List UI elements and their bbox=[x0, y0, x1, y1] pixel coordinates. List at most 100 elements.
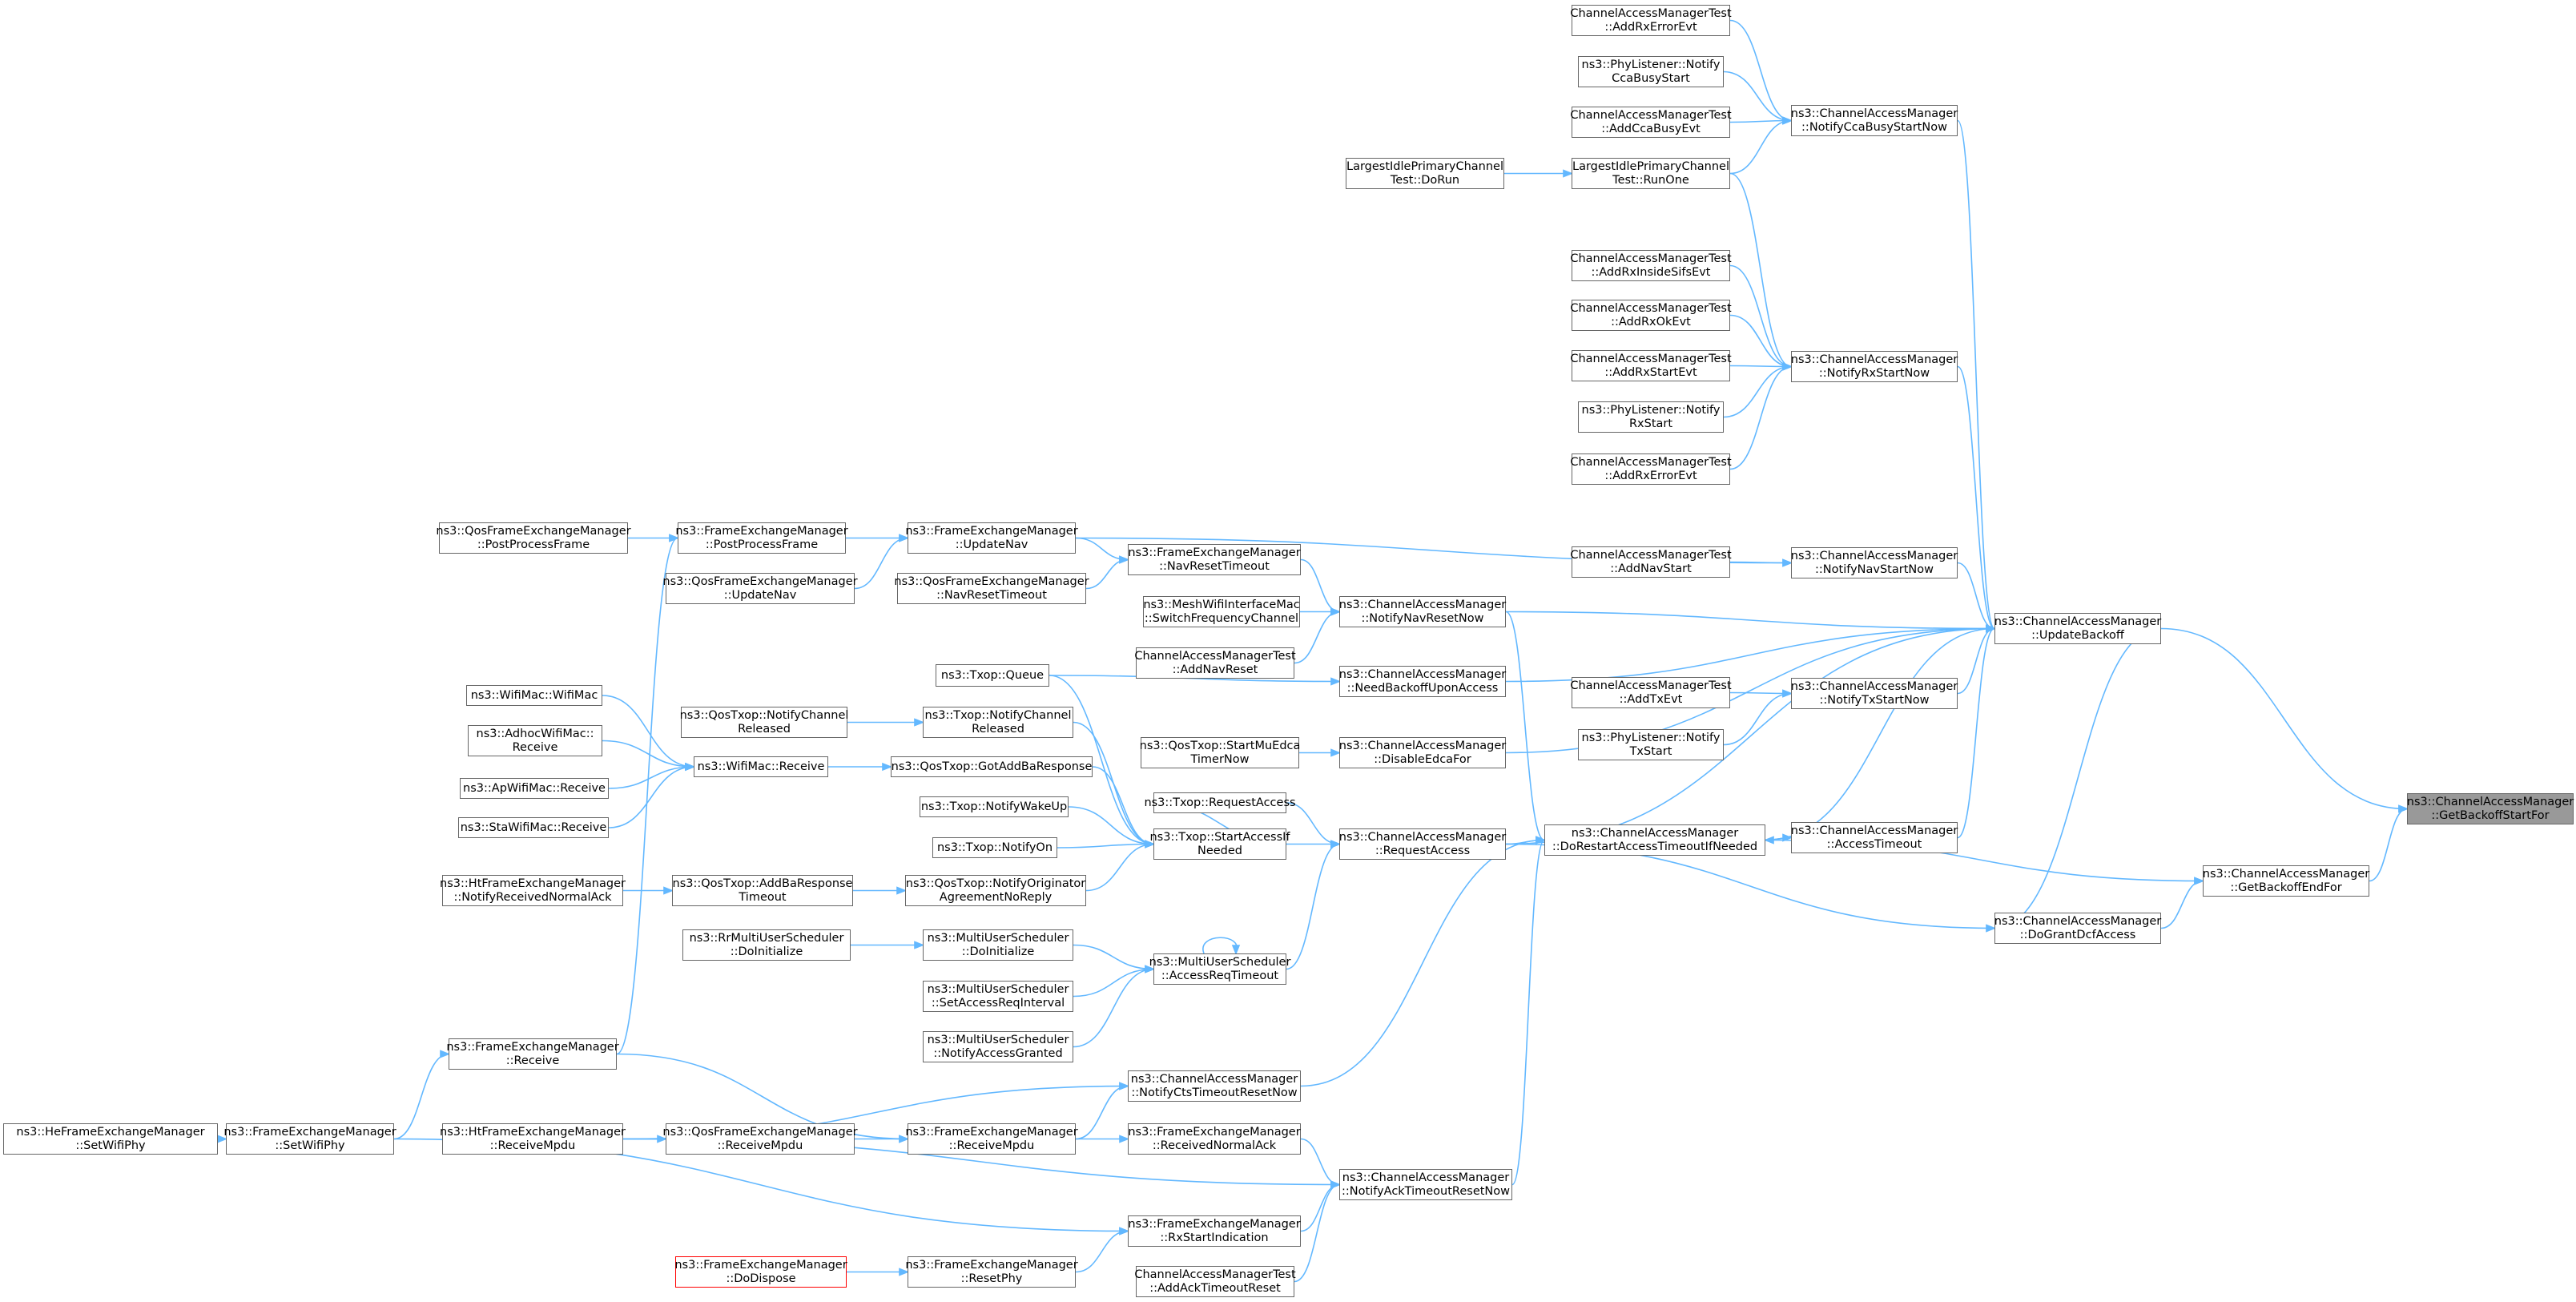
graph-node-t-arx2[interactable]: ChannelAccessManagerTest::AddRxErrorEvt bbox=[1570, 453, 1732, 485]
node-label-line-1: ns3::QosTxop::NotifyOriginator bbox=[905, 877, 1086, 890]
arrowhead-hefem_swp-to-fem_swp bbox=[217, 1135, 228, 1143]
graph-node-nctsr[interactable]: ns3::ChannelAccessManager::NotifyCtsTime… bbox=[1128, 1070, 1301, 1102]
graph-node-qtxop-gab[interactable]: ns3::QosTxop::GotAddBaResponse bbox=[891, 756, 1093, 777]
graph-node-nackr[interactable]: ns3::ChannelAccessManager::NotifyAckTime… bbox=[1339, 1169, 1512, 1200]
node-label-line-2: ::GetBackoffEndFor bbox=[2230, 881, 2342, 894]
graph-node-hefem-swp[interactable]: ns3::HeFrameExchangeManager::SetWifiPhy bbox=[3, 1123, 218, 1155]
node-label-line-1: ns3::QosTxop::NotifyChannel bbox=[679, 708, 849, 722]
graph-node-stawm[interactable]: ns3::StaWifiMac::Receive bbox=[458, 817, 609, 838]
graph-node-mus-sari[interactable]: ns3::MultiUserScheduler::SetAccessReqInt… bbox=[923, 981, 1073, 1012]
graph-node-nnavr[interactable]: ns3::ChannelAccessManager::NotifyNavRese… bbox=[1339, 596, 1506, 627]
graph-node-txop-nwu[interactable]: ns3::Txop::NotifyWakeUp bbox=[920, 796, 1069, 817]
graph-node-htfem-rm[interactable]: ns3::HtFrameExchangeManager::ReceiveMpdu bbox=[440, 1123, 626, 1155]
graph-node-t-arst[interactable]: ChannelAccessManagerTest::AddRxStartEvt bbox=[1570, 350, 1732, 381]
graph-node-gbsf[interactable]: ns3::ChannelAccessManager::GetBackoffSta… bbox=[2407, 793, 2574, 824]
graph-node-nbua[interactable]: ns3::ChannelAccessManager::NeedBackoffUp… bbox=[1339, 666, 1506, 697]
graph-node-at[interactable]: ns3::ChannelAccessManager::AccessTimeout bbox=[1791, 822, 1958, 853]
graph-node-htfem-nrna[interactable]: ns3::HtFrameExchangeManager::NotifyRecei… bbox=[440, 875, 626, 906]
graph-node-mus-art[interactable]: ns3::MultiUserScheduler::AccessReqTimeou… bbox=[1149, 953, 1290, 985]
graph-node-fem-un[interactable]: ns3::FrameExchangeManager::UpdateNav bbox=[905, 522, 1078, 554]
graph-node-fem-ppf[interactable]: ns3::FrameExchangeManager::PostProcessFr… bbox=[675, 522, 848, 554]
graph-node-dgda[interactable]: ns3::ChannelAccessManager::DoGrantDcfAcc… bbox=[1994, 913, 2161, 944]
node-label-line-1: ns3::ChannelAccessManager bbox=[1790, 679, 1958, 693]
graph-node-drat[interactable]: ns3::ChannelAccessManager::DoRestartAcce… bbox=[1544, 824, 1765, 856]
graph-node-t-atx[interactable]: ChannelAccessManagerTest::AddTxEvt bbox=[1570, 677, 1732, 708]
graph-node-fem-rna[interactable]: ns3::FrameExchangeManager::ReceivedNorma… bbox=[1128, 1123, 1301, 1155]
node-label-line-2: AgreementNoReply bbox=[939, 890, 1053, 904]
node-label-line-2: Receive bbox=[512, 740, 558, 754]
graph-node-t-aat[interactable]: ChannelAccessManagerTest::AddAckTimeoutR… bbox=[1134, 1266, 1296, 1297]
graph-node-fem-rp[interactable]: ns3::FrameExchangeManager::ResetPhy bbox=[905, 1256, 1078, 1288]
graph-node-adhoc[interactable]: ns3::AdhocWifiMac::Receive bbox=[468, 725, 602, 756]
node-label-line-1: ns3::ChannelAccessManager bbox=[1994, 914, 2162, 928]
graph-node-fem-rcv[interactable]: ns3::FrameExchangeManager::Receive bbox=[446, 1038, 619, 1070]
graph-node-qfem-dd[interactable]: ns3::FrameExchangeManager::DoDispose bbox=[674, 1256, 847, 1288]
node-label-line-2: ::NotifyTxStartNow bbox=[1819, 693, 1930, 707]
edge-t_aris-to-nrx bbox=[1729, 264, 1792, 368]
graph-node-qfem-ppf[interactable]: ns3::QosFrameExchangeManager::PostProces… bbox=[436, 522, 631, 554]
graph-node-t-acca[interactable]: ChannelAccessManagerTest::AddCcaBusyEvt bbox=[1570, 107, 1732, 138]
node-label-line-1: ChannelAccessManagerTest bbox=[1570, 6, 1732, 20]
node-label-line-2: ::PostProcessFrame bbox=[477, 538, 590, 551]
graph-node-qfem-rm[interactable]: ns3::QosFrameExchangeManager::ReceiveMpd… bbox=[662, 1123, 858, 1155]
node-label-line-2: ::AddAckTimeoutReset bbox=[1149, 1281, 1281, 1295]
graph-node-mus-nag[interactable]: ns3::MultiUserScheduler::NotifyAccessGra… bbox=[923, 1031, 1073, 1062]
graph-node-mus-di[interactable]: ns3::MultiUserScheduler::DoInitialize bbox=[923, 929, 1073, 961]
graph-node-qfem-nrt[interactable]: ns3::QosFrameExchangeManager::NavResetTi… bbox=[894, 573, 1089, 604]
node-label-line-1: ns3::QosTxop::AddBaResponse bbox=[672, 877, 853, 890]
node-label-line-2: ::NeedBackoffUponAccess bbox=[1346, 681, 1499, 695]
graph-node-fem-rm[interactable]: ns3::FrameExchangeManager::ReceiveMpdu bbox=[905, 1123, 1078, 1155]
node-label-line-1: ns3::Txop::NotifyOn bbox=[936, 840, 1053, 854]
graph-node-t-anav[interactable]: ChannelAccessManagerTest::AddNavStart bbox=[1570, 546, 1732, 578]
graph-node-txop-non[interactable]: ns3::Txop::NotifyOn bbox=[932, 837, 1057, 858]
node-label-line-1: ns3::FrameExchangeManager bbox=[905, 1125, 1078, 1139]
graph-node-qfem-un[interactable]: ns3::QosFrameExchangeManager::UpdateNav bbox=[662, 573, 858, 604]
graph-node-ra[interactable]: ns3::ChannelAccessManager::RequestAccess bbox=[1339, 828, 1506, 860]
graph-node-ntx[interactable]: ns3::ChannelAccessManager::NotifyTxStart… bbox=[1791, 678, 1958, 709]
node-label-line-1: ns3::QosFrameExchangeManager bbox=[436, 524, 631, 538]
graph-node-mesh[interactable]: ns3::MeshWifiInterfaceMac::SwitchFrequen… bbox=[1143, 596, 1300, 627]
graph-node-wm-rcv[interactable]: ns3::WifiMac::Receive bbox=[694, 756, 828, 777]
graph-node-fem-swp[interactable]: ns3::FrameExchangeManager::SetWifiPhy bbox=[223, 1123, 396, 1155]
graph-node-gbef[interactable]: ns3::ChannelAccessManager::GetBackoffEnd… bbox=[2203, 865, 2369, 897]
node-label-line-1: ns3::ChannelAccessManager bbox=[1338, 739, 1507, 752]
node-label-line-1: ns3::PhyListener::Notify bbox=[1581, 731, 1721, 744]
arrowhead-mus_nag-to-mus_art bbox=[1145, 965, 1156, 973]
node-label-line-1: ns3::AdhocWifiMac:: bbox=[476, 727, 594, 740]
node-label-line-2: ::ReceiveMpdu bbox=[717, 1139, 803, 1152]
node-label-line-1: ns3::ChannelAccessManager bbox=[1994, 615, 2162, 628]
graph-node-rr-mus[interactable]: ns3::RrMultiUserScheduler::DoInitialize bbox=[682, 929, 851, 961]
node-label-line-2: Test::RunOne bbox=[1612, 173, 1689, 187]
edge-fem_rcv-to-fem_ppf bbox=[616, 537, 678, 1055]
graph-node-def[interactable]: ns3::ChannelAccessManager::DisableEdcaFo… bbox=[1339, 737, 1506, 768]
graph-node-t-arok[interactable]: ChannelAccessManagerTest::AddRxOkEvt bbox=[1570, 300, 1732, 331]
graph-node-wm-wm[interactable]: ns3::WifiMac::WifiMac bbox=[466, 685, 602, 706]
graph-node-ncca[interactable]: ns3::ChannelAccessManager::NotifyCcaBusy… bbox=[1791, 105, 1958, 136]
graph-node-t-aris[interactable]: ChannelAccessManagerTest::AddRxInsideSif… bbox=[1570, 250, 1732, 281]
graph-node-t-anr[interactable]: ChannelAccessManagerTest::AddNavReset bbox=[1134, 647, 1296, 679]
node-label-line-2: ::DoInitialize bbox=[961, 945, 1035, 958]
graph-node-apwm[interactable]: ns3::ApWifiMac::Receive bbox=[460, 778, 609, 799]
graph-node-txop-q[interactable]: ns3::Txop::Queue bbox=[936, 664, 1049, 687]
graph-node-nrx[interactable]: ns3::ChannelAccessManager::NotifyRxStart… bbox=[1791, 351, 1958, 382]
node-label-line-2: CcaBusyStart bbox=[1612, 71, 1690, 85]
graph-node-txop-ra[interactable]: ns3::Txop::RequestAccess bbox=[1144, 792, 1296, 813]
graph-node-nnavs[interactable]: ns3::ChannelAccessManager::NotifyNavStar… bbox=[1791, 547, 1958, 578]
node-label-line-2: ::Receive bbox=[505, 1054, 560, 1067]
graph-node-t-arx1[interactable]: ChannelAccessManagerTest::AddRxErrorEvt bbox=[1570, 5, 1732, 36]
graph-node-fem-nrt[interactable]: ns3::FrameExchangeManager::NavResetTimeo… bbox=[1128, 544, 1301, 575]
graph-node-ub[interactable]: ns3::ChannelAccessManager::UpdateBackoff bbox=[1994, 613, 2161, 644]
graph-node-fem-rsi[interactable]: ns3::FrameExchangeManager::RxStartIndica… bbox=[1128, 1215, 1301, 1247]
node-label-line-1: ChannelAccessManagerTest bbox=[1570, 108, 1732, 122]
